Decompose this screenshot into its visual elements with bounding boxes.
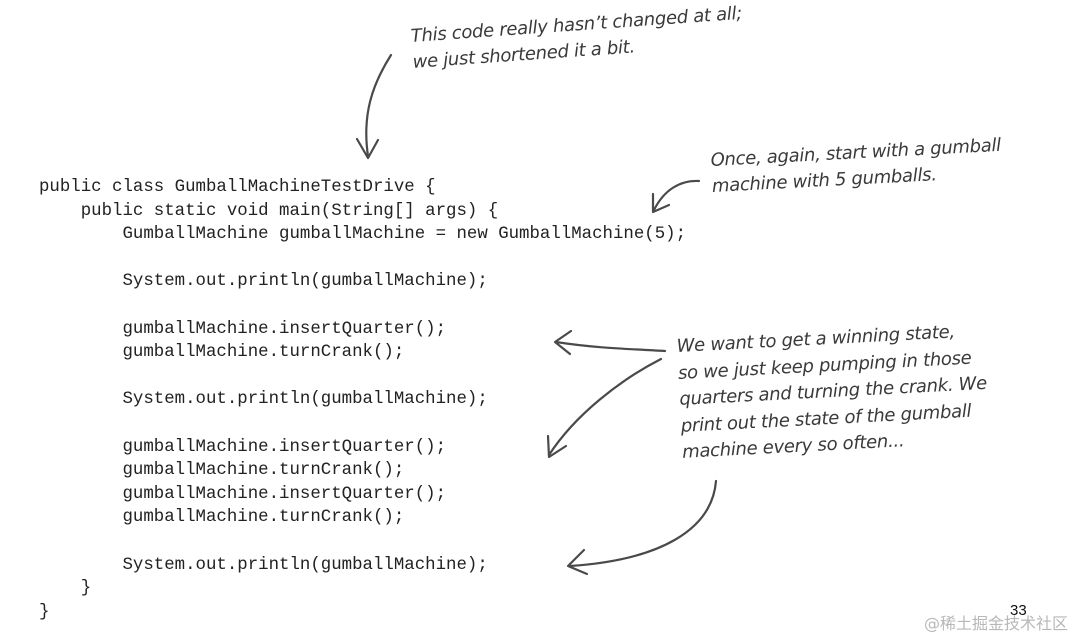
code-line: gumballMachine.turnCrank(); [39, 461, 405, 481]
annotation-code-unchanged: This code really hasn’t changed at all; … [410, 1, 745, 76]
code-line: public static void main(String[] args) { [39, 201, 499, 221]
code-line: gumballMachine.insertQuarter(); [39, 484, 447, 504]
code-line: } [39, 602, 50, 622]
code-line [39, 530, 686, 554]
arrow-down-icon [355, 53, 393, 160]
code-line: System.out.println(gumballMachine); [39, 555, 488, 575]
code-line: } [39, 579, 92, 599]
page-number: 33 [1010, 602, 1027, 619]
code-line [39, 247, 686, 271]
code-line [39, 412, 686, 436]
code-line: GumballMachine gumballMachine = new Gumb… [39, 225, 687, 245]
annotation-winning-state: We want to get a winning state, so we ju… [676, 318, 990, 466]
code-line: System.out.println(gumballMachine); [39, 272, 488, 292]
code-listing: public class GumballMachineTestDrive { p… [39, 176, 686, 624]
watermark: @稀土掘金技术社区 [923, 614, 1068, 633]
annotation-start-gumballs: Once, again, start with a gumball machin… [710, 133, 1003, 200]
code-line [39, 294, 686, 318]
code-line: System.out.println(gumballMachine); [39, 390, 488, 410]
code-line: gumballMachine.insertQuarter(); [39, 437, 447, 457]
code-line [39, 365, 686, 389]
code-line: public class GumballMachineTestDrive { [39, 178, 436, 197]
code-line: gumballMachine.insertQuarter(); [39, 319, 447, 339]
code-line: gumballMachine.turnCrank(); [39, 343, 405, 363]
code-line: gumballMachine.turnCrank(); [39, 508, 405, 528]
